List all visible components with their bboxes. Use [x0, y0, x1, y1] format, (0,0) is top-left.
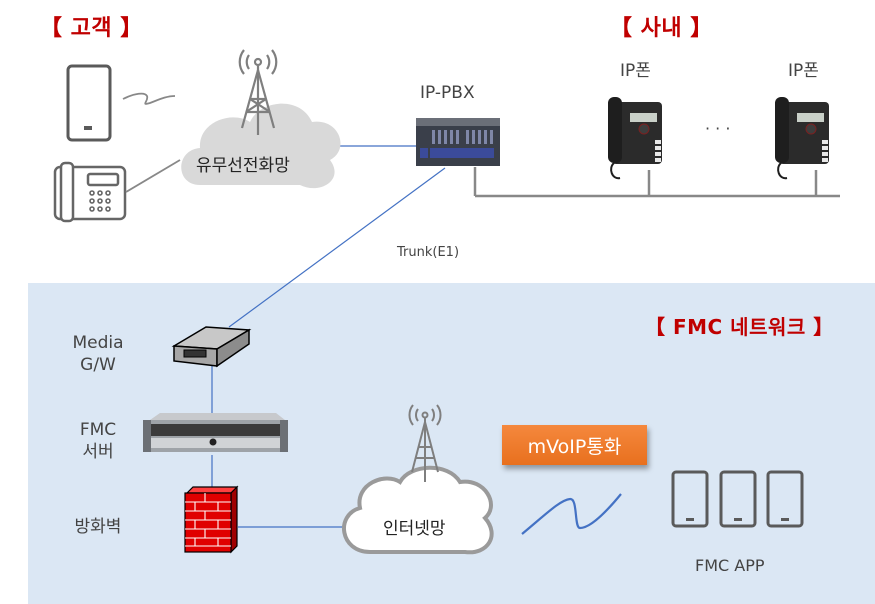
- firewall-icon: [184, 485, 239, 554]
- link-deskphone-pstn: [125, 159, 181, 193]
- fmc-server-icon: [143, 413, 288, 452]
- media-gw-label: Media G/W: [68, 332, 128, 376]
- media-gateway-icon: [171, 326, 252, 368]
- fmc-app-label: FMC APP: [695, 556, 765, 575]
- fmc-server-label-line2: 서버: [82, 442, 114, 462]
- mvoip-call-badge: mVoIP통화: [502, 425, 647, 465]
- ip-phone-icon-1: [608, 97, 662, 180]
- fmc-app-phones-icon: [671, 470, 804, 528]
- firewall-label: 방화벽: [74, 517, 122, 537]
- section-title-internal: 【 사내 】: [610, 16, 713, 41]
- fmc-server-label-line1: FMC: [79, 420, 117, 440]
- wireless-link-icon: [122, 92, 176, 105]
- fmc-server-label: FMC 서버: [68, 419, 128, 463]
- section-title-customer: 【 고객 】: [40, 16, 143, 41]
- media-gw-label-line1: Media: [72, 333, 124, 353]
- antenna-tower-icon: [238, 49, 278, 135]
- media-gw-label-line2: G/W: [80, 355, 116, 375]
- section-title-fmc-network: 【 FMC 네트워크 】: [645, 315, 834, 339]
- mvoip-wave-icon: [521, 493, 622, 535]
- antenna-tower-icon-internet: [408, 404, 442, 482]
- ip-phone-label-1: IP폰: [620, 61, 651, 81]
- trunk-label: Trunk(E1): [397, 245, 460, 260]
- internet-cloud-icon: [342, 465, 494, 555]
- ip-phone-icon-2: [775, 97, 829, 180]
- ip-phone-label-2: IP폰: [788, 61, 819, 81]
- ip-pbx-label: IP-PBX: [420, 83, 475, 103]
- link-trunk: [228, 167, 446, 328]
- mobile-phone-icon: [66, 64, 112, 142]
- ip-pbx-device-icon: [416, 118, 500, 166]
- lan-bus: [473, 167, 840, 198]
- ellipsis: · · ·: [705, 119, 731, 138]
- pstn-cloud-icon: [181, 103, 341, 189]
- pstn-cloud-label: 유무선전화망: [196, 156, 290, 176]
- internet-cloud-label: 인터넷망: [383, 519, 446, 539]
- desk-phone-icon: [53, 161, 127, 223]
